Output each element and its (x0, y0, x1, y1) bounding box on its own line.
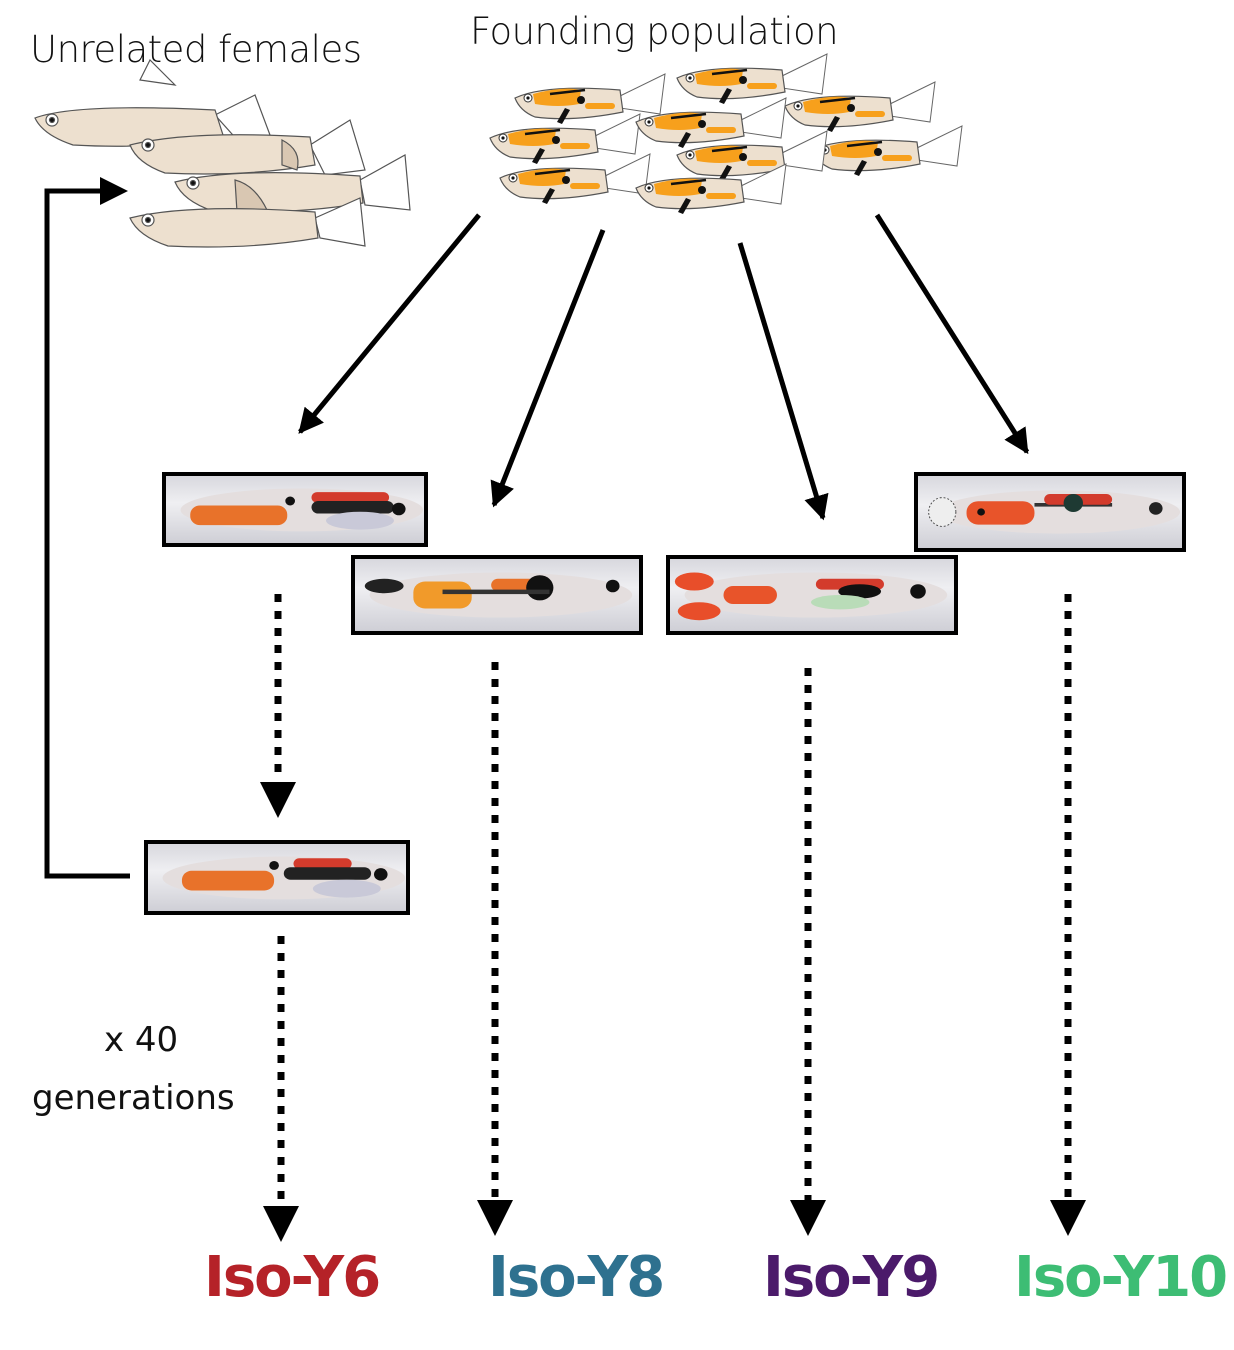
arrow-founder-to-y10 (874, 213, 1030, 455)
arrowhead-y8-icon (477, 1200, 513, 1236)
arrow-backcross-to-females (44, 188, 130, 879)
generations-count-label: x 40 (104, 1020, 179, 1060)
generations-label: generations (32, 1078, 235, 1118)
male-photo-y6-founder (162, 472, 428, 547)
male-photo-y10-founder (914, 472, 1186, 552)
line-label-iso-y8: Iso-Y8 (488, 1245, 665, 1310)
founding-population-label: Founding population (470, 10, 839, 53)
line-label-iso-y10: Iso-Y10 (1014, 1245, 1228, 1310)
line-label-iso-y6: Iso-Y6 (204, 1245, 381, 1310)
male-photo-y8-founder (351, 555, 643, 635)
founder-male-fish (499, 153, 651, 204)
founder-male-fish (784, 81, 936, 132)
arrow-founder-to-y9 (737, 242, 829, 521)
female-fish (129, 119, 366, 176)
arrow-founder-to-y6 (298, 213, 481, 434)
founder-male-fish (635, 163, 787, 214)
unrelated-females-label: Unrelated females (30, 28, 362, 71)
male-photo-y9-founder (666, 555, 958, 635)
arrowhead-y10-icon (1050, 1200, 1086, 1236)
founder-male-fish (489, 113, 641, 164)
female-fish (174, 154, 411, 213)
founder-male-fish (676, 53, 828, 104)
arrowhead-y6-mid-icon (260, 782, 296, 818)
arrowhead-y6-icon (263, 1206, 299, 1242)
founder-male-fish (635, 97, 787, 148)
founder-male-fish (514, 73, 666, 124)
line-label-iso-y9: Iso-Y9 (763, 1245, 940, 1310)
arrow-founder-to-y8 (490, 229, 606, 508)
arrowhead-backcross-icon (100, 177, 128, 205)
female-fish (129, 197, 366, 248)
founder-male-fish (811, 125, 963, 176)
male-photo-y6-descendant (144, 840, 410, 915)
arrowhead-y9-icon (790, 1200, 826, 1236)
founder-male-fish (676, 130, 828, 181)
